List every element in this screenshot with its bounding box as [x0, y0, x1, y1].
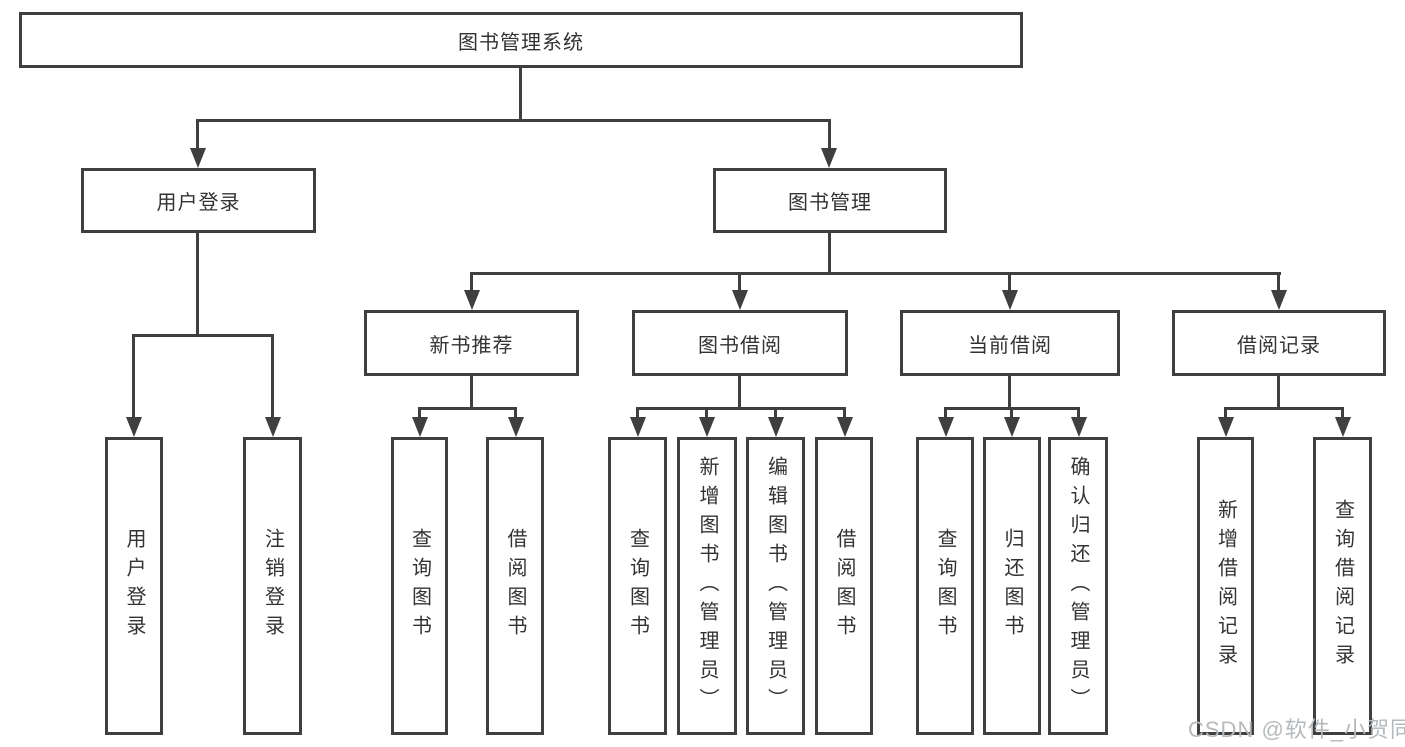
leaf-record-add-borrow-record: 新增借阅记录	[1197, 437, 1254, 735]
leaf-current-query-books-label: 查询图书	[934, 528, 956, 644]
node-book-borrow: 图书借阅	[632, 310, 848, 376]
connector-arrow	[1271, 290, 1287, 310]
connector-arrow	[630, 417, 646, 437]
connector-line	[196, 233, 199, 336]
connector-line	[470, 272, 473, 292]
connector-line	[1077, 407, 1080, 420]
leaf-record-add-borrow-record-label: 新增借阅记录	[1214, 499, 1237, 673]
connector-line	[1341, 407, 1344, 420]
connector-arrow	[837, 417, 853, 437]
node-borrow-record-label: 借阅记录	[1237, 334, 1321, 357]
connector-line	[738, 376, 741, 409]
leaf-borrow-add-books-admin-label: 新增图书（管理员）	[696, 455, 718, 717]
leaf-borrow-borrow-books: 借阅图书	[815, 437, 873, 735]
connector-line	[774, 407, 777, 420]
connector-line	[1008, 376, 1011, 409]
leaf-borrow-edit-books-admin: 编辑图书（管理员）	[746, 437, 805, 735]
leaf-borrow-query-books-label: 查询图书	[626, 528, 649, 644]
connector-arrow	[821, 148, 837, 168]
connector-arrow	[1004, 417, 1020, 437]
connector-line	[470, 272, 1281, 275]
connector-arrow	[126, 417, 142, 437]
connector-line	[1277, 376, 1280, 409]
leaf-record-query-borrow-record: 查询借阅记录	[1313, 437, 1372, 735]
leaf-logout-label: 注销登录	[261, 528, 284, 644]
connector-line	[1224, 407, 1227, 420]
leaf-current-return-books-label: 归还图书	[1001, 528, 1023, 644]
leaf-recommend-borrow-books-label: 借阅图书	[504, 528, 526, 644]
leaf-borrow-query-books: 查询图书	[608, 437, 667, 735]
leaf-logout: 注销登录	[243, 437, 302, 735]
node-borrow-record: 借阅记录	[1172, 310, 1386, 376]
connector-line	[519, 68, 522, 122]
connector-line	[636, 407, 639, 420]
connector-line	[1008, 272, 1011, 292]
leaf-borrow-borrow-books-label: 借阅图书	[833, 528, 855, 644]
connector-arrow	[464, 290, 480, 310]
leaf-user-login: 用户登录	[105, 437, 163, 735]
node-user-login-label: 用户登录	[156, 192, 241, 214]
connector-arrow	[768, 417, 784, 437]
leaf-recommend-borrow-books: 借阅图书	[486, 437, 544, 735]
connector-line	[828, 119, 831, 150]
connector-arrow	[1002, 290, 1018, 310]
leaf-record-query-borrow-record-label: 查询借阅记录	[1331, 499, 1354, 673]
node-current-borrow-label: 当前借阅	[968, 334, 1052, 357]
connector-line	[1010, 407, 1013, 420]
connector-line	[132, 334, 274, 337]
node-root-label: 图书管理系统	[458, 31, 584, 54]
leaf-recommend-query-books-label: 查询图书	[408, 528, 431, 644]
leaf-recommend-query-books: 查询图书	[391, 437, 448, 735]
leaf-borrow-edit-books-admin-label: 编辑图书（管理员）	[764, 455, 787, 717]
leaf-borrow-add-books-admin: 新增图书（管理员）	[677, 437, 737, 735]
connector-arrow	[265, 417, 281, 437]
connector-line	[636, 407, 846, 410]
connector-line	[271, 334, 274, 419]
node-book-borrow-label: 图书借阅	[698, 334, 782, 357]
connector-arrow	[1335, 417, 1351, 437]
csdn-watermark: CSDN @软件_小贺同学	[1188, 717, 1405, 742]
connector-line	[705, 407, 708, 420]
connector-arrow	[1218, 417, 1234, 437]
node-user-login: 用户登录	[81, 168, 316, 233]
node-book-management: 图书管理	[713, 168, 947, 233]
connector-line	[470, 376, 473, 409]
connector-line	[828, 233, 831, 274]
node-book-management-label: 图书管理	[788, 192, 872, 214]
connector-arrow	[732, 290, 748, 310]
connector-arrow	[1071, 417, 1087, 437]
connector-line	[843, 407, 846, 420]
leaf-current-return-books: 归还图书	[983, 437, 1041, 735]
connector-arrow	[699, 417, 715, 437]
connector-arrow	[938, 417, 954, 437]
node-new-book-recommend-label: 新书推荐	[429, 334, 514, 357]
connector-line	[196, 119, 199, 150]
leaf-current-query-books: 查询图书	[916, 437, 974, 735]
connector-line	[1224, 407, 1344, 410]
connector-line	[514, 407, 517, 420]
leaf-user-login-label: 用户登录	[123, 528, 145, 644]
connector-arrow	[508, 417, 524, 437]
connector-arrow	[412, 417, 428, 437]
connector-line	[132, 334, 135, 419]
node-new-book-recommend: 新书推荐	[364, 310, 579, 376]
node-root: 图书管理系统	[19, 12, 1023, 68]
connector-line	[418, 407, 421, 420]
connector-arrow	[190, 148, 206, 168]
connector-line	[944, 407, 947, 420]
connector-line	[418, 407, 517, 410]
leaf-current-confirm-return-admin: 确认归还（管理员）	[1048, 437, 1108, 735]
connector-line	[738, 272, 741, 292]
connector-line	[197, 119, 831, 122]
node-current-borrow: 当前借阅	[900, 310, 1120, 376]
leaf-current-confirm-return-admin-label: 确认归还（管理员）	[1067, 455, 1089, 717]
connector-line	[1277, 272, 1280, 292]
